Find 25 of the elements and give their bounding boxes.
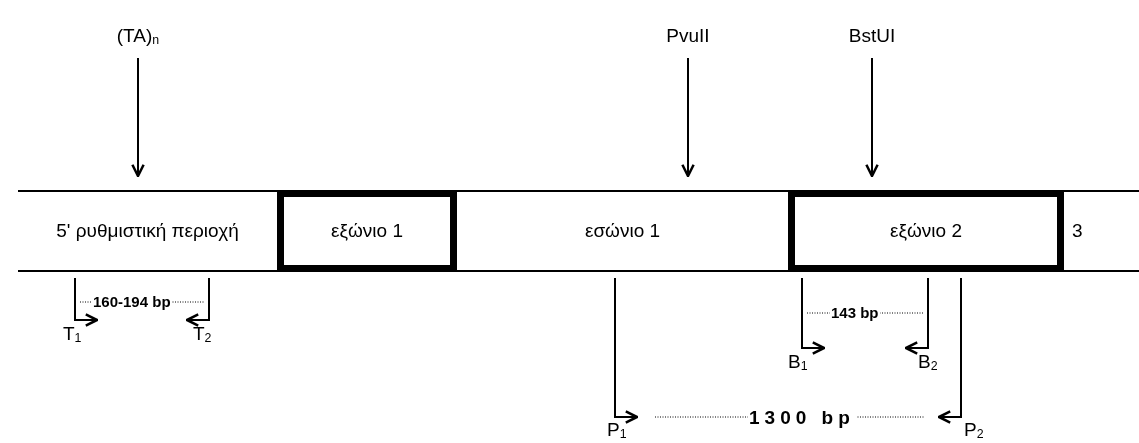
gene-region: [457, 190, 788, 272]
dimension-label: 160-194 bp: [92, 294, 172, 309]
gene-region: [1064, 190, 1139, 272]
dimension-label: 143 bp: [830, 305, 880, 320]
site-label: BstUI: [848, 25, 896, 47]
gene-region: [18, 190, 277, 272]
site-label: (TA)$_{n}$: [116, 25, 160, 47]
arrow: [865, 57, 879, 178]
dimension-label: 1300 bp: [748, 408, 856, 427]
primer-label: T$_{1}$: [62, 324, 83, 345]
primer-label: T$_{2}$: [192, 324, 213, 345]
primer-label: B$_{1}$: [787, 352, 809, 373]
arrow: [681, 57, 695, 178]
region-label: εξώνιο 2: [890, 220, 962, 242]
exon-box: [277, 190, 457, 272]
primer-label: P$_{1}$: [606, 420, 628, 441]
region-label: 3: [1072, 220, 1083, 242]
primer-label: B$_{2}$: [917, 352, 939, 373]
primer-label: P$_{2}$: [963, 420, 985, 441]
region-label: 5' ρυθμιστική περιοχή: [56, 220, 239, 242]
region-label: εξώνιο 1: [331, 220, 403, 242]
region-label: εσώνιο 1: [584, 220, 661, 242]
exon-box: [788, 190, 1064, 272]
site-label: PvuII: [666, 25, 710, 47]
arrow: [131, 57, 145, 178]
